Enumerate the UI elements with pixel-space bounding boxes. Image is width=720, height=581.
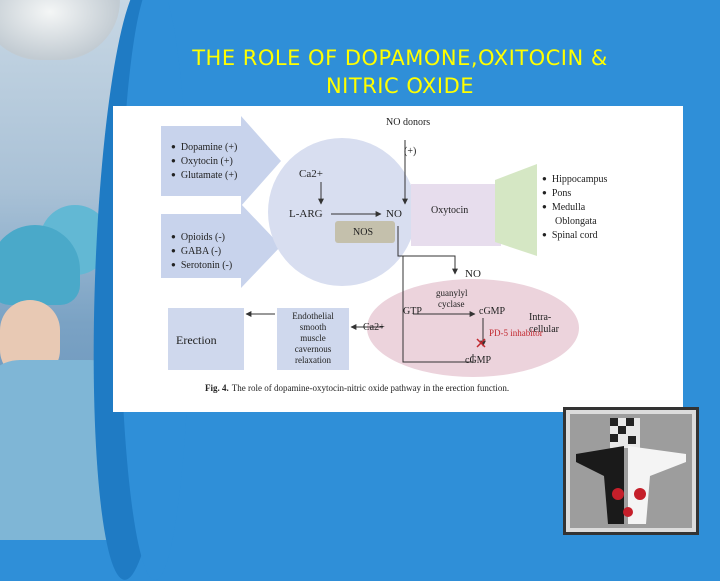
no-label: NO [386, 208, 402, 220]
endothelial-box-shape [277, 308, 349, 370]
nos-label: NOS [353, 227, 374, 238]
pd5-block-mark [476, 338, 486, 348]
title-line-1: THE ROLE OF DOPAMONE,OXITOCIN & [192, 46, 608, 70]
endothelial-line: Endothelial [292, 311, 334, 321]
oxytocin-box-shape [411, 184, 501, 246]
endothelial-line: cavernous [294, 344, 332, 354]
caption-label: Fig. 4. [205, 383, 229, 393]
title-line-2: NITRIC OXIDE [325, 74, 475, 98]
cell-ellipse [367, 279, 579, 377]
crucifix-figure-icon [576, 418, 686, 524]
no-to-no-arrow [397, 226, 458, 275]
logo-background [570, 414, 692, 528]
inhibitor-item: Opioids (-) [171, 232, 225, 243]
brain-region-item: Hippocampus [542, 174, 608, 185]
ca2-cell-label: Ca2+ [363, 322, 385, 333]
pathway-figure: Dopamine (+) Oxytocin (+) Glutamate (+) … [113, 106, 683, 412]
cyclase-label: cyclase [438, 299, 465, 309]
ca2-label: Ca2+ [299, 168, 323, 180]
endothelial-line: relaxation [295, 355, 331, 365]
erection-box-shape [168, 308, 244, 370]
brain-region-shape [495, 164, 537, 256]
oxytocin-label: Oxytocin [431, 205, 469, 216]
intra-label: Intra- [529, 312, 552, 323]
inhibitor-item: GABA (-) [171, 246, 221, 257]
stimulator-item: Oxytocin (+) [171, 156, 233, 167]
caption-text: The role of dopamine-oxytocin-nitric oxi… [231, 383, 510, 393]
endothelial-line: muscle [300, 333, 326, 343]
stimulator-item: Glutamate (+) [171, 170, 237, 181]
brain-region-item: Pons [542, 188, 571, 199]
gtp-label: GTP [403, 306, 422, 317]
plus-sign-label: (+) [404, 146, 417, 157]
surgical-lamp-shape [0, 0, 120, 60]
figure-caption: Fig. 4.The role of dopamine-oxytocin-nit… [205, 383, 509, 393]
pd5-inhibitor-label: PD-5 inhabitor [489, 328, 543, 338]
no-mid-label: NO [465, 268, 481, 280]
slide-title: THE ROLE OF DOPAMONE,OXITOCIN & NITRIC O… [120, 44, 680, 100]
logo-image [563, 407, 699, 535]
brain-region-item: Oblongata [555, 216, 597, 227]
stimulator-item: Dopamine (+) [171, 142, 237, 153]
erection-label: Erection [176, 333, 217, 347]
surgeon-cap-shape [0, 225, 80, 305]
no-donors-label: NO donors [386, 117, 431, 128]
guanylyl-label: guanylyl [436, 288, 468, 298]
brain-region-item: Medulla [542, 202, 585, 213]
brain-region-item: Spinal cord [542, 230, 598, 241]
nos-box-shape [335, 221, 395, 243]
cgmp-top-label: cGMP [479, 306, 506, 317]
ca2-loop [402, 256, 474, 363]
l-arg-label: L-ARG [289, 208, 323, 220]
cellular-label: cellular [529, 324, 559, 335]
inhibitor-item: Serotonin (-) [171, 260, 232, 271]
cgmp-bottom-label: cGMP [465, 355, 492, 366]
endothelial-line: smooth [299, 322, 327, 332]
central-circle [268, 138, 416, 286]
